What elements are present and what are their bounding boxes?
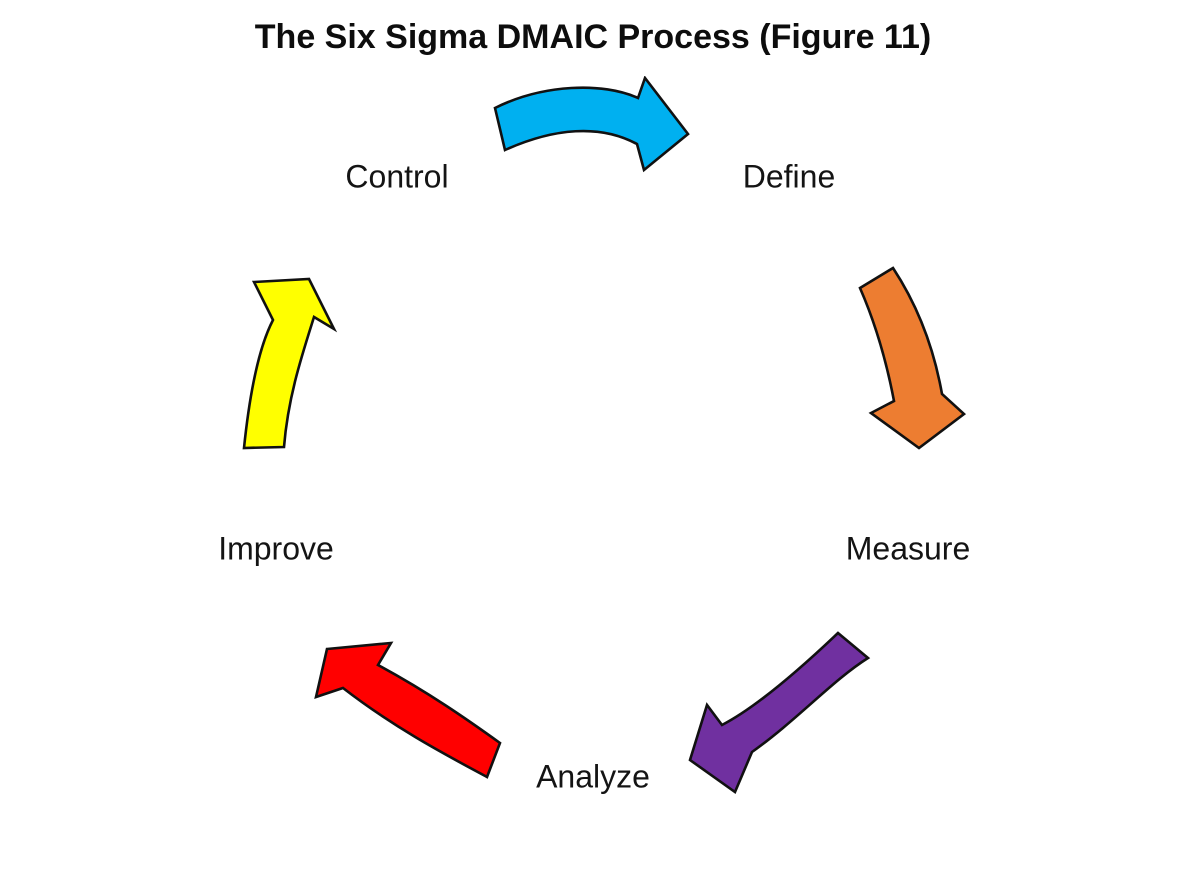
arrow-shape-define-to-measure	[858, 266, 967, 450]
curved-arrow-analyze-to-improve-icon	[314, 641, 502, 779]
arrow-shape-measure-to-analyze	[688, 631, 871, 794]
curved-arrow-define-to-measure-icon	[858, 266, 967, 450]
curved-arrow-improve-to-control-icon	[242, 277, 338, 450]
curved-arrow-control-to-define-icon	[493, 76, 690, 173]
stage-label-improve: Improve	[218, 530, 334, 567]
stage-label-measure: Measure	[845, 530, 971, 567]
arrow-shape-analyze-to-improve	[314, 641, 502, 779]
stage-label-analyze: Analyze	[536, 758, 650, 795]
arrow-shape-improve-to-control	[242, 277, 338, 450]
stage-label-control: Control	[345, 158, 449, 195]
arrow-shape-control-to-define	[493, 76, 690, 173]
curved-arrow-measure-to-analyze-icon	[688, 631, 871, 794]
stage-label-define: Define	[742, 158, 836, 195]
diagram-title: The Six Sigma DMAIC Process (Figure 11)	[254, 18, 932, 56]
